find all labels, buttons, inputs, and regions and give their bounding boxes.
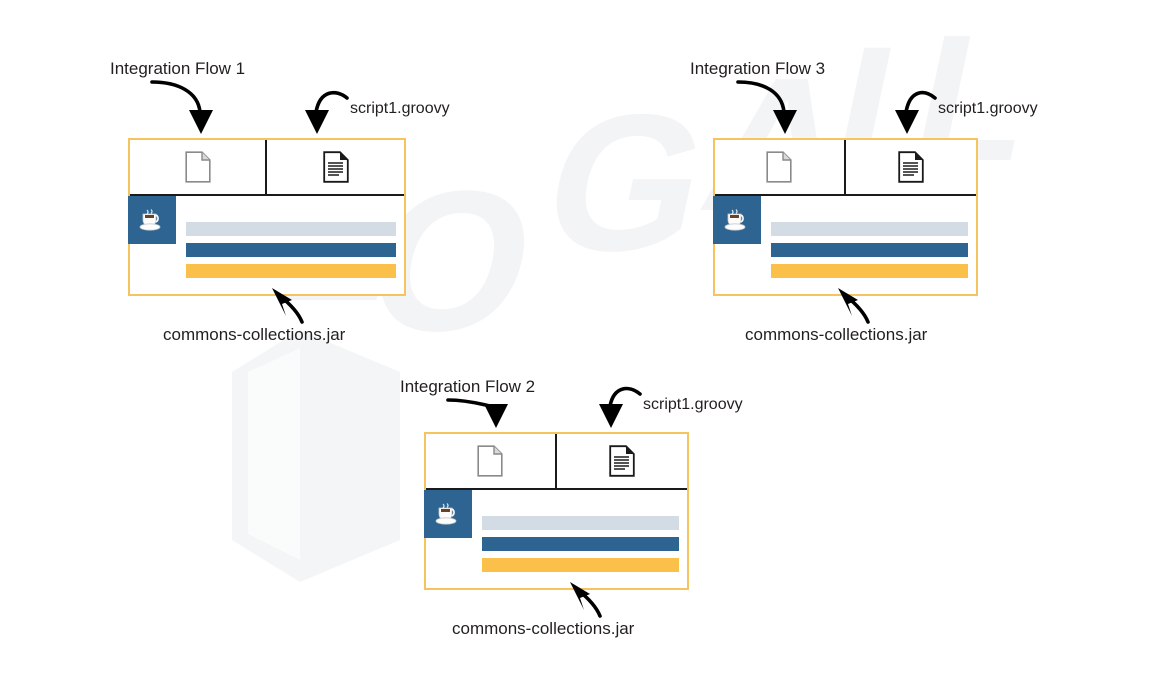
flow-2-jar-label: commons-collections.jar <box>452 619 635 638</box>
flow-1-title: Integration Flow 1 <box>110 59 246 78</box>
script-document-icon <box>322 151 349 183</box>
java-coffee-cup-icon <box>435 503 457 525</box>
flow-3-script-label: script1.groovy <box>938 100 1038 117</box>
flow-3-jar-label: commons-collections.jar <box>745 325 928 344</box>
flow-2-script-label: script1.groovy <box>643 396 743 413</box>
flow-1-java-badge <box>128 196 176 244</box>
flow-3-resource-cell[interactable] <box>715 140 846 194</box>
library-bar-blue <box>771 243 968 257</box>
arrow-flow-3-title <box>736 80 797 134</box>
blank-document-icon <box>477 445 503 477</box>
flow-1-bars <box>186 222 396 278</box>
java-coffee-cup-icon <box>724 209 746 231</box>
blank-document-icon <box>766 151 792 183</box>
arrow-flow-2-title <box>446 398 508 428</box>
arrow-flow-1-script <box>305 90 349 134</box>
script-document-icon <box>898 151 924 183</box>
flow-1-script-label: script1.groovy <box>350 100 450 117</box>
flow-3-bars <box>771 222 968 278</box>
flow-1-script-cell[interactable] <box>267 140 404 194</box>
library-bar-orange <box>186 264 396 278</box>
flow-2-library-area <box>424 490 687 590</box>
flow-2-resource-cell[interactable] <box>426 434 557 488</box>
flow-3-java-badge <box>713 196 761 244</box>
library-bar-light <box>771 222 968 236</box>
arrow-flow-3-script <box>895 90 937 134</box>
flow-2-file-row <box>426 434 687 490</box>
flow-2-bars <box>482 516 679 572</box>
java-coffee-cup-icon <box>139 209 161 231</box>
flow-2-java-badge <box>424 490 472 538</box>
flow-1-jar-label: commons-collections.jar <box>163 325 346 344</box>
arrow-flow-1-title <box>150 80 213 134</box>
flow-3-file-row <box>715 140 976 196</box>
library-bar-light <box>482 516 679 530</box>
library-bar-light <box>186 222 396 236</box>
flow-1-resource-cell[interactable] <box>130 140 267 194</box>
flow-1-library-area <box>128 196 404 296</box>
flow-1-panel[interactable] <box>128 138 406 296</box>
library-bar-blue <box>186 243 396 257</box>
flow-3-library-area <box>713 196 976 296</box>
flow-2-script-cell[interactable] <box>557 434 688 488</box>
library-bar-orange <box>771 264 968 278</box>
library-bar-orange <box>482 558 679 572</box>
svg-text:G: G <box>528 73 726 292</box>
flow-1-file-row <box>130 140 404 196</box>
flow-2-title: Integration Flow 2 <box>400 377 536 396</box>
library-bar-blue <box>482 537 679 551</box>
flow-3-script-cell[interactable] <box>846 140 977 194</box>
script-document-icon <box>609 445 635 477</box>
flow-3-title: Integration Flow 3 <box>690 59 826 78</box>
blank-document-icon <box>184 151 211 183</box>
arrow-flow-2-script <box>599 386 642 428</box>
flow-2-panel[interactable] <box>424 432 689 590</box>
flow-3-panel[interactable] <box>713 138 978 296</box>
